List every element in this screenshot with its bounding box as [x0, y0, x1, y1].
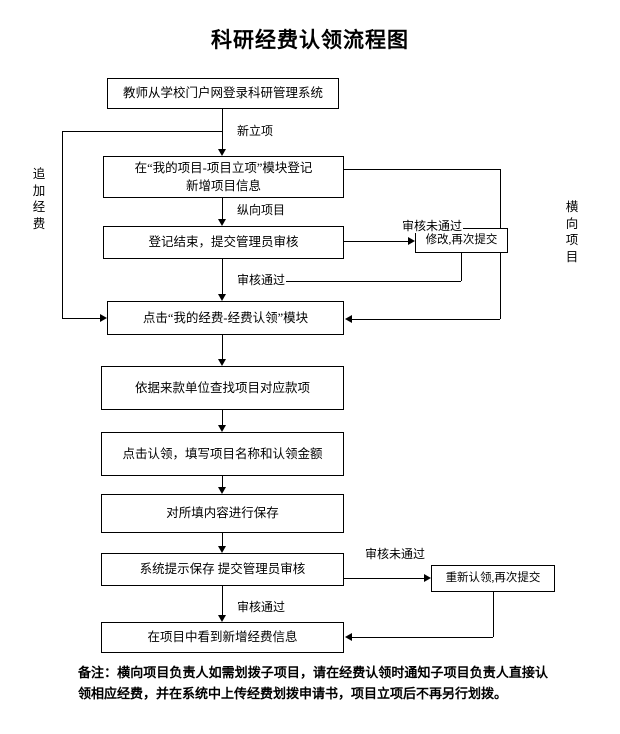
arrowhead-n3-modify: [408, 237, 415, 245]
edge-label-review-passed-bottom: 审核通过: [236, 600, 287, 615]
footer-note: 备注：横向项目负责人如需划拨子项目，请在经费认领时通知子项目负责人直接认领相应经…: [78, 665, 548, 702]
node-login-system-label: 教师从学校门户网登录科研管理系统: [122, 86, 323, 101]
connector-n3-n4: [222, 259, 223, 294]
node-save-content: 对所填内容进行保存: [101, 494, 344, 533]
arrowhead-reclaim-into-n9: [345, 633, 352, 641]
arrowhead-n7-n8: [218, 546, 226, 553]
edge-label-review-failed-bottom: 审核未通过: [364, 547, 427, 562]
arrowhead-left-loop-into-n4: [100, 314, 107, 322]
connector-right-loop-bottom: [352, 319, 500, 320]
arrowhead-n6-n7: [218, 487, 226, 494]
connector-right-loop-top: [344, 169, 501, 170]
arrowhead-n8-reclaim: [424, 574, 431, 582]
node-fill-claim-info-label: 点击认领，填写项目名称和认领金额: [122, 446, 323, 461]
arrowhead-n2-n3: [218, 219, 226, 226]
arrowhead-n3-n4: [218, 294, 226, 301]
arrowhead-right-loop-into-n4: [345, 315, 352, 323]
connector-left-loop-bottom: [62, 318, 100, 319]
connector-reclaim-down: [493, 592, 494, 637]
node-reclaim-resubmit: 重新认领,再次提交: [431, 565, 555, 592]
connector-n1-n2: [222, 109, 223, 149]
page-title: 科研经费认领流程图: [211, 28, 409, 52]
node-system-prompt-submit-review: 系统提示保存 提交管理员审核: [101, 553, 344, 586]
node-modify-resubmit-label: 修改,再次提交: [425, 234, 498, 247]
connector-n6-n7: [222, 476, 223, 487]
side-label-additional-funding: 追 加 经 费: [32, 167, 46, 231]
edge-label-new-project: 新立项: [236, 124, 275, 139]
connector-n7-n8: [222, 533, 223, 546]
node-fill-claim-info: 点击认领，填写项目名称和认领金额: [101, 432, 344, 476]
node-click-funding-claim-module-label: 点击“我的经费-经费认领”模块: [142, 310, 309, 325]
node-login-system: 教师从学校门户网登录科研管理系统: [107, 78, 339, 109]
connector-n4-n5: [222, 335, 223, 359]
node-find-matching-payment-label: 依据来款单位查找项目对应款项: [134, 380, 310, 395]
side-label-horizontal-project: 横 向 项 目: [565, 200, 579, 264]
node-find-matching-payment: 依据来款单位查找项目对应款项: [101, 366, 344, 410]
connector-left-loop-top: [62, 131, 222, 132]
arrowhead-n8-n9: [218, 615, 226, 622]
node-system-prompt-submit-review-label: 系统提示保存 提交管理员审核: [139, 562, 306, 577]
edge-label-vertical-project: 纵向项目: [236, 203, 287, 218]
node-reclaim-resubmit-label: 重新认领,再次提交: [445, 572, 541, 585]
connector-n8-reclaim: [344, 578, 424, 579]
connector-n5-n6: [222, 410, 223, 425]
connector-n8-n9: [222, 586, 223, 615]
node-save-content-label: 对所填内容进行保存: [166, 506, 279, 521]
node-see-new-funding-info: 在项目中看到新增经费信息: [101, 622, 344, 653]
connector-left-loop-vertical: [62, 131, 63, 318]
node-submit-admin-review-label: 登记结束，提交管理员审核: [148, 235, 299, 250]
connector-modify-back-left: [282, 281, 461, 282]
node-register-project-label: 在“我的项目-项目立项”模块登记 新增项目信息: [134, 160, 313, 193]
connector-n3-modify: [344, 241, 408, 242]
node-submit-admin-review: 登记结束，提交管理员审核: [103, 226, 344, 259]
node-click-funding-claim-module: 点击“我的经费-经费认领”模块: [107, 301, 344, 335]
edge-label-review-failed-top: 审核未通过: [401, 219, 464, 234]
arrowhead-n1-n2: [218, 149, 226, 156]
arrowhead-n5-n6: [218, 425, 226, 432]
edge-label-review-passed-top: 审核通过: [236, 273, 287, 288]
node-see-new-funding-info-label: 在项目中看到新增经费信息: [147, 630, 298, 645]
connector-modify-down: [461, 253, 462, 281]
arrowhead-n4-n5: [218, 359, 226, 366]
node-register-project: 在“我的项目-项目立项”模块登记 新增项目信息: [103, 156, 344, 198]
connector-reclaim-back-left: [352, 637, 493, 638]
connector-n2-n3: [222, 198, 223, 219]
